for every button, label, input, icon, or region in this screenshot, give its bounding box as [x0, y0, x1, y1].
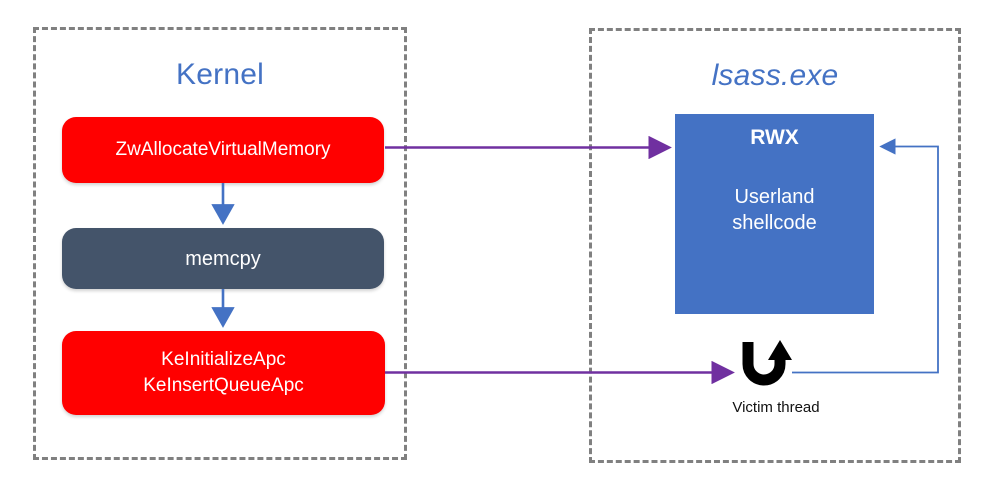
node-rwx-memory-region[interactable]: RWX Userland shellcode	[675, 114, 874, 314]
node-keapc-labels: KeInitializeApc KeInsertQueueApc	[143, 347, 304, 399]
node-keapc-label-line2: KeInsertQueueApc	[143, 375, 304, 396]
node-zwallocatevirtualmemory-label: ZwAllocateVirtualMemory	[115, 139, 331, 160]
node-zwallocatevirtualmemory[interactable]: ZwAllocateVirtualMemory	[62, 117, 384, 183]
victim-thread-label: Victim thread	[732, 399, 820, 416]
zone-kernel-title: Kernel	[176, 58, 264, 91]
zone-lsass: lsass.exe	[589, 28, 961, 463]
node-rwx-subtitle-line1: Userland	[734, 186, 815, 208]
zone-lsass-title: lsass.exe	[711, 59, 839, 92]
node-rwx-title: RWX	[750, 126, 799, 149]
zone-kernel: Kernel	[33, 27, 407, 460]
node-memcpy[interactable]: memcpy	[62, 228, 384, 289]
node-keapc[interactable]: KeInitializeApc KeInsertQueueApc	[62, 331, 385, 415]
node-rwx-subtitle: Userland shellcode	[675, 184, 874, 236]
node-keapc-label-line1: KeInitializeApc	[161, 349, 286, 370]
node-rwx-subtitle-line2: shellcode	[732, 212, 817, 234]
node-memcpy-label: memcpy	[185, 247, 261, 270]
u-turn-arrow-icon	[738, 340, 798, 392]
